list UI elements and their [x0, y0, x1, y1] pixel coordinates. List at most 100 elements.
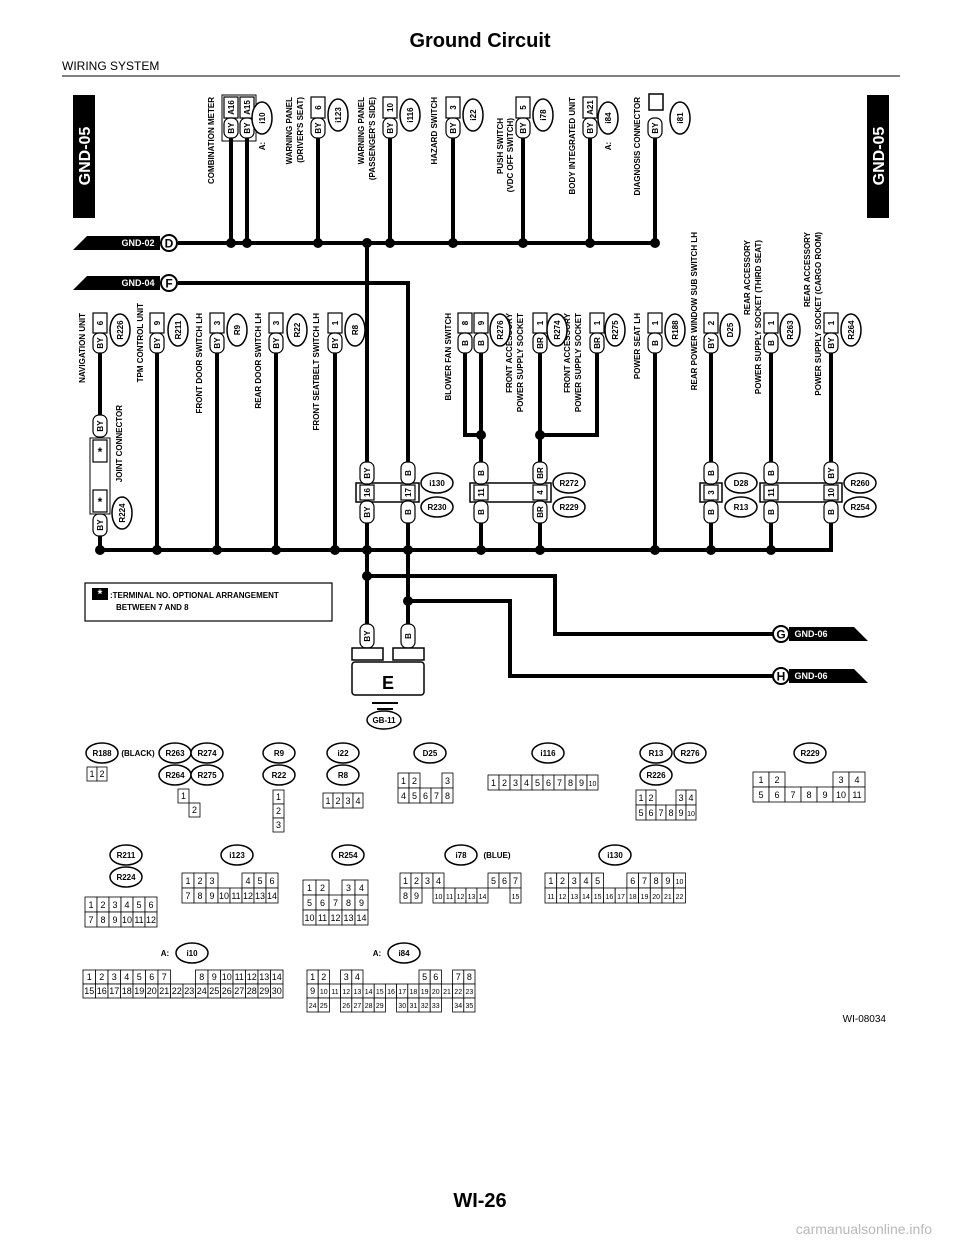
- ground-point-id: GB-11: [372, 716, 396, 725]
- terminal-cell: [144, 911, 158, 928]
- pin-number: 9: [477, 320, 486, 325]
- wire-color: BY: [386, 122, 395, 134]
- legend-symbol-box: [92, 588, 108, 600]
- wire-color: B: [767, 340, 776, 346]
- wire-color: B: [651, 340, 660, 346]
- connector-id: R264: [847, 320, 856, 340]
- ground-connector-label: E: [382, 673, 394, 693]
- terminal-number: 13: [570, 894, 578, 901]
- connector-id: i22: [337, 749, 349, 758]
- wire-color: BY: [96, 519, 105, 531]
- connector-id-oval: [399, 98, 421, 132]
- connector-note: A:: [373, 949, 381, 958]
- connector-id: R274: [553, 320, 562, 340]
- terminal-number: 9: [112, 915, 117, 925]
- terminal-number: 21: [159, 986, 169, 996]
- terminal-number: 3: [425, 876, 430, 886]
- splice-dot: [585, 238, 595, 248]
- terminal-cell: [317, 997, 330, 1013]
- component-label: WARNING PANEL: [357, 97, 366, 165]
- connector-id: R275: [197, 771, 217, 780]
- terminal-number: 8: [668, 808, 673, 818]
- connector-id-oval: [286, 313, 308, 347]
- component-label: (VDC OFF SWITCH): [506, 118, 515, 193]
- terminal-number: 3: [209, 876, 214, 886]
- page-number: WI-26: [453, 1190, 506, 1212]
- connector-id-oval: [793, 742, 827, 764]
- wire-color: BY: [651, 122, 660, 134]
- splice-dot: [650, 238, 660, 248]
- terminal-number: 10: [122, 915, 132, 925]
- wire-color-tag: [268, 332, 284, 354]
- bus-letter-circle: [160, 234, 178, 252]
- terminal-number: 2: [412, 776, 417, 786]
- terminal-number: 6: [630, 876, 635, 886]
- wire-color-tag: [209, 332, 225, 354]
- connector-id-oval: [719, 313, 741, 347]
- pin-number: 10: [827, 488, 836, 497]
- gnd-tab-label: GND-05: [871, 127, 888, 186]
- terminal-number: 10: [589, 781, 597, 788]
- connector-id: R13: [649, 749, 664, 758]
- component-label: POWER SEAT LH: [633, 313, 642, 379]
- component-label: REAR POWER WINDOW SUB SWITCH LH: [690, 232, 699, 390]
- wire-color: BY: [363, 467, 372, 479]
- terminal-number: 29: [259, 986, 269, 996]
- terminal-cell: [476, 887, 489, 904]
- connector-id: R9: [274, 749, 285, 758]
- terminal-number: 1: [89, 769, 94, 779]
- wire-color-tag: [589, 332, 605, 354]
- splice-dot: [650, 545, 660, 555]
- terminal-number: 25: [209, 986, 219, 996]
- terminal-number: 23: [184, 986, 194, 996]
- terminal-number: 2: [320, 883, 325, 893]
- connector-id: D25: [726, 322, 735, 337]
- pin-number: A15: [243, 100, 252, 115]
- splice-dot: [385, 238, 395, 248]
- connector-id-oval: [226, 313, 248, 347]
- connector-id: i10: [258, 112, 267, 124]
- splice-dot: [535, 430, 545, 440]
- connector-id: D25: [423, 749, 438, 758]
- connector-id: R226: [646, 771, 666, 780]
- terminal-number: 3: [345, 796, 350, 806]
- bus-ref-tag: [789, 669, 868, 683]
- connector-id: i123: [229, 851, 245, 860]
- component-label: BODY INTEGRATED UNIT: [568, 97, 577, 195]
- legend-symbol: *: [98, 587, 103, 601]
- connector-id-oval: [639, 742, 673, 764]
- terminal-number: 11: [331, 989, 338, 996]
- terminal-number: 8: [346, 898, 351, 908]
- terminal-number: 10: [836, 790, 846, 800]
- terminal-number: 3: [678, 793, 683, 803]
- terminal-number: 20: [147, 986, 157, 996]
- terminal-number: 24: [197, 986, 207, 996]
- terminal-number: 14: [356, 913, 366, 923]
- terminal-number: 3: [112, 900, 117, 910]
- terminal-number: 12: [330, 913, 340, 923]
- connector-id-oval: [597, 101, 619, 135]
- terminal-number: 1: [181, 791, 186, 801]
- terminal-cell: [270, 983, 284, 999]
- terminal-number: 13: [259, 972, 269, 982]
- connector-id: i78: [539, 109, 548, 121]
- terminal-number: 6: [423, 791, 428, 801]
- terminal-number: 7: [790, 790, 795, 800]
- pin-number: 10: [386, 103, 395, 112]
- terminal-number: 20: [652, 894, 660, 901]
- wire-color: BY: [153, 337, 162, 349]
- gnd-tab-right: [867, 95, 889, 218]
- terminal-cell: [188, 802, 201, 818]
- terminal-number: 1: [758, 775, 763, 785]
- terminal-number: 1: [88, 900, 93, 910]
- terminal-number: 10: [320, 989, 328, 996]
- splice-dot: [242, 238, 252, 248]
- legend-box: [84, 582, 333, 622]
- component-label: POWER SUPPLY SOCKET: [574, 313, 583, 412]
- wire-color-tag: [92, 332, 108, 354]
- terminal-cell: [429, 997, 442, 1013]
- splice-dot: [535, 545, 545, 555]
- pin-box: [703, 484, 719, 501]
